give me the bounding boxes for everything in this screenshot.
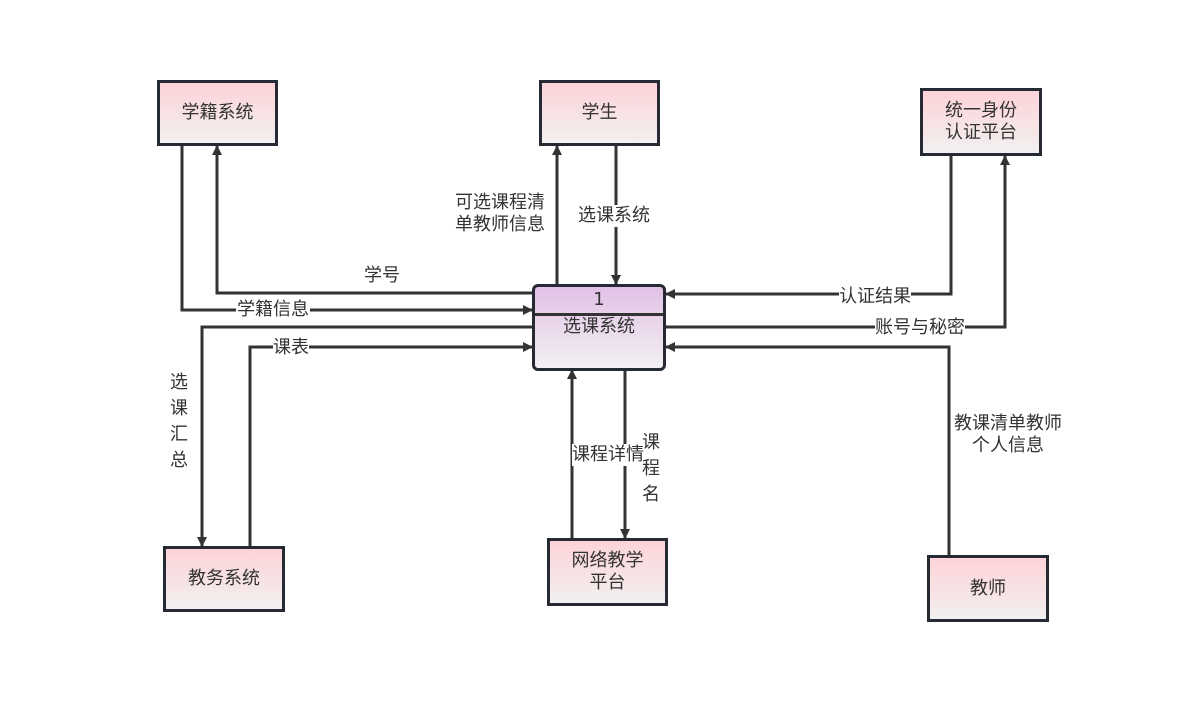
flow-student-records-info (180, 146, 533, 315)
flow-label-course-list: 可选课程清 单教师信息 (455, 192, 545, 236)
flow-account-password (665, 155, 1010, 329)
entity-online-teaching[interactable]: 网络教学 平台 (547, 538, 668, 606)
flow-label-selection-summary-char: 选 (170, 372, 188, 393)
flow-label-student-records-info: 学籍信息 (236, 299, 310, 321)
flow-label-course-name-char: 课 (642, 432, 660, 453)
flow-label-account-password: 账号与秘密 (875, 317, 965, 339)
entity-identity-platform[interactable]: 统一身份 认证平台 (920, 88, 1042, 156)
flow-label-teaching-list-1: 教课清单教师 (954, 413, 1062, 434)
flow-label-teaching-list-2: 个人信息 (972, 435, 1044, 456)
flow-label-timetable: 课表 (273, 337, 309, 359)
flow-label-student-id: 学号 (364, 265, 400, 286)
flow-label-course-list-1: 可选课程清 (455, 192, 545, 213)
process-number: 1 (535, 287, 663, 316)
flow-label-course-details: 课程详情 (572, 444, 644, 466)
entity-teacher-label: 教师 (970, 577, 1006, 599)
entity-online-teaching-label-2: 平台 (589, 572, 626, 593)
process-course-selection[interactable]: 1 选课系统 (532, 284, 666, 371)
entity-teacher[interactable]: 教师 (927, 555, 1049, 622)
flow-label-course-name-char: 名 (642, 484, 660, 505)
flow-timetable (248, 342, 533, 546)
flow-label-selection-summary-char: 课 (170, 398, 188, 419)
flow-label-course-name-char: 程 (642, 458, 660, 479)
flow-teaching-list (665, 342, 951, 556)
flow-label-auth-result: 认证结果 (839, 286, 911, 308)
flow-label-select-system: 选课系统 (578, 205, 650, 227)
flow-label-course-name: 课 程 名 (641, 430, 661, 508)
flow-student-id (212, 145, 533, 295)
process-name: 选课系统 (563, 316, 635, 337)
entity-identity-label-1: 统一身份 (945, 100, 1017, 121)
flow-label-teaching-list: 教课清单教师 个人信息 (954, 413, 1062, 457)
entity-student-label: 学生 (581, 102, 618, 123)
flow-selection-summary (197, 325, 533, 547)
flow-label-selection-summary: 选 课 汇 总 (169, 370, 189, 474)
flow-label-selection-summary-char: 汇 (170, 424, 188, 445)
entity-student-records-label: 学籍系统 (181, 102, 254, 123)
entity-online-teaching-label-1: 网络教学 (571, 550, 644, 571)
flow-label-course-list-2: 单教师信息 (455, 214, 545, 235)
flow-auth-result (665, 156, 953, 299)
entity-student-records[interactable]: 学籍系统 (157, 80, 278, 146)
entity-identity-label-2: 认证平台 (945, 122, 1017, 143)
flow-label-selection-summary-char: 总 (170, 450, 188, 471)
entity-student[interactable]: 学生 (539, 80, 660, 146)
entity-academic-affairs-label: 教务系统 (188, 568, 260, 589)
entity-academic-affairs[interactable]: 教务系统 (163, 546, 285, 612)
